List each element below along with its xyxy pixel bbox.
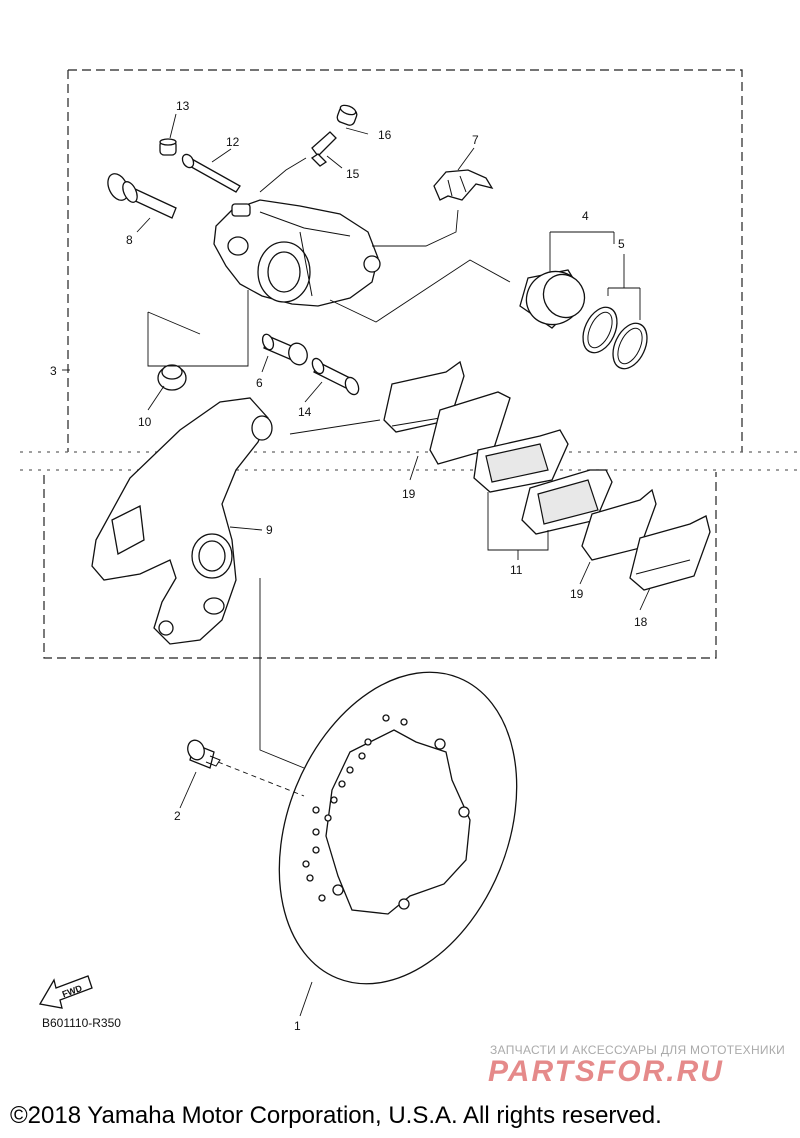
callout-9: 9 — [266, 523, 273, 537]
callout-14: 14 — [298, 405, 312, 419]
callout-1: 1 — [294, 1019, 301, 1033]
bleeder-screw-15 — [310, 131, 337, 167]
copyright-notice: ©2018 Yamaha Motor Corporation, U.S.A. A… — [10, 1102, 662, 1129]
callout-15: 15 — [346, 167, 360, 181]
callout-7: 7 — [472, 133, 479, 147]
slide-pin-14 — [311, 357, 360, 396]
brake-disc-1 — [278, 671, 518, 985]
callout-18: 18 — [634, 615, 648, 629]
callout-4: 4 — [582, 209, 589, 223]
brake-pad-11a — [473, 429, 569, 493]
caliper-assembly-boundary — [43, 69, 743, 659]
leader-lines — [62, 113, 651, 1017]
bleeder-cap-16 — [336, 104, 358, 126]
callout-3: 3 — [50, 364, 57, 378]
pad-spring-7 — [433, 169, 494, 201]
disc-bolt-2 — [187, 739, 221, 769]
callout-13: 13 — [176, 99, 190, 113]
boot-10 — [157, 364, 187, 391]
callout-5: 5 — [618, 237, 625, 251]
reference-code: B601110-R350 — [42, 1016, 121, 1030]
pad-pin-12 — [181, 153, 241, 193]
boundary-break-line — [20, 451, 800, 471]
callout-2: 2 — [174, 809, 181, 823]
bleed-cap-13 — [159, 138, 177, 156]
callout-labels: 13 12 8 16 15 7 4 5 3 6 14 10 19 9 11 19… — [50, 99, 648, 1033]
callout-8: 8 — [126, 233, 133, 247]
shim-19 — [581, 488, 657, 561]
sleeve-6 — [261, 333, 308, 366]
callout-10: 10 — [138, 415, 152, 429]
fwd-arrow-icon: FWD — [38, 975, 93, 1009]
callout-12: 12 — [226, 135, 240, 149]
callout-16: 16 — [378, 128, 392, 142]
callout-19a: 19 — [402, 487, 416, 501]
pad-18 — [629, 515, 711, 591]
watermark-logo: PARTSFOR.RU — [488, 1055, 724, 1088]
slide-bolt-8 — [107, 173, 177, 219]
callout-6: 6 — [256, 376, 263, 390]
piston-seals-5 — [582, 306, 648, 370]
caliper-bracket-9 — [91, 397, 273, 645]
watermark-tagline: ЗАПЧАСТИ И АКСЕССУАРЫ ДЛЯ МОТОТЕХНИКИ — [490, 1043, 786, 1057]
caliper-body — [213, 199, 381, 307]
callout-19b: 19 — [570, 587, 584, 601]
callout-11: 11 — [510, 563, 523, 577]
piston-4 — [519, 269, 586, 329]
brake-pad-11b — [521, 469, 613, 535]
